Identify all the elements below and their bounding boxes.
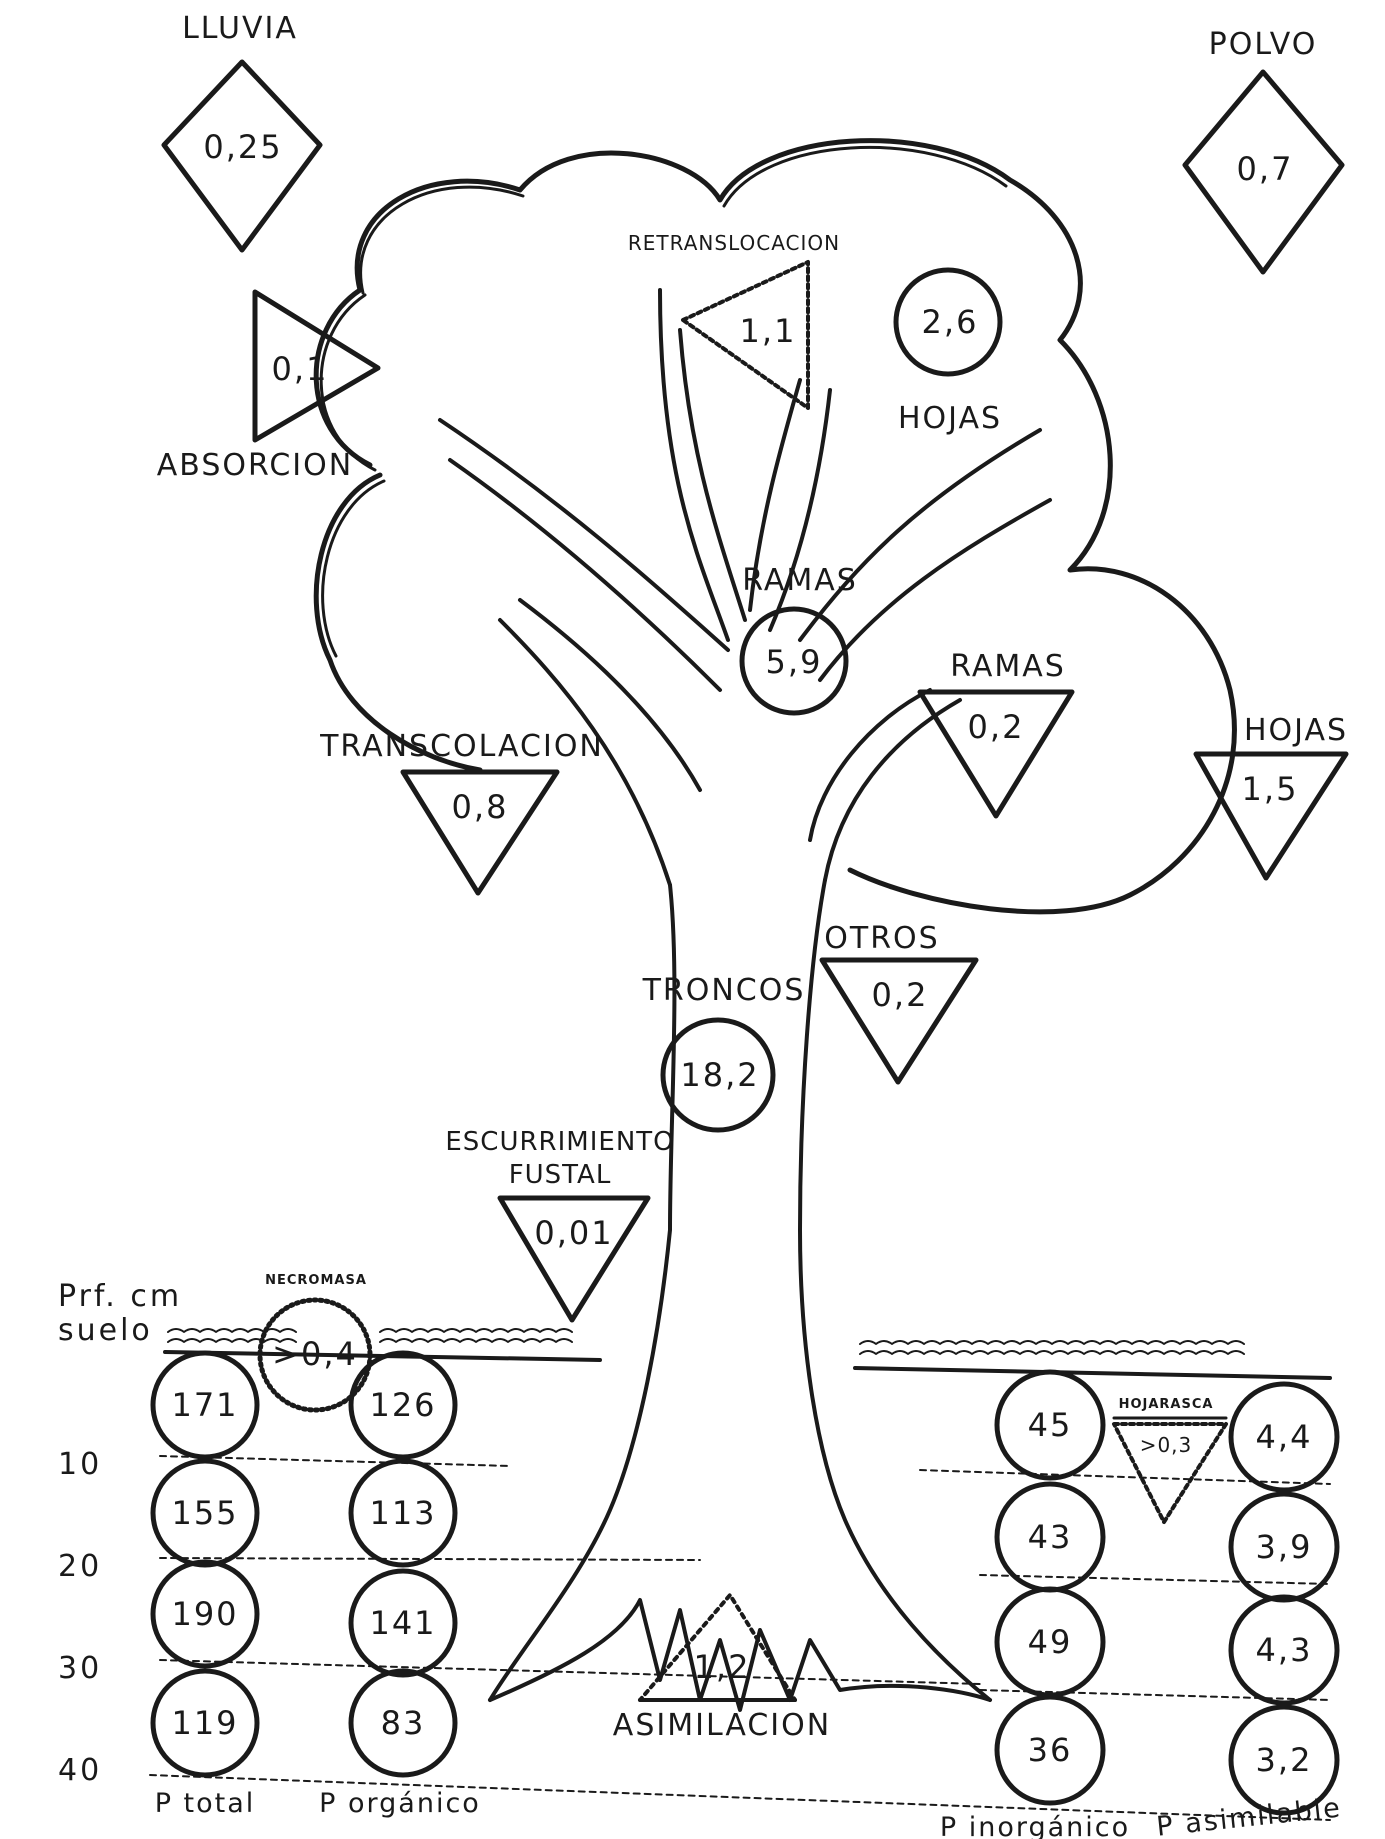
ramas-fall-flux: RAMAS 0,2	[920, 649, 1072, 816]
transcolacion-label: TRANSCOLACION	[319, 729, 604, 764]
p-total-column: 171 155 190 119	[153, 1353, 257, 1775]
p-asimilable-value-4: 3,2	[1256, 1741, 1313, 1779]
p-total-value-3: 190	[171, 1595, 238, 1633]
otros-value: 0,2	[872, 976, 929, 1014]
p-organico-value-1: 126	[369, 1386, 436, 1424]
p-organico-value-3: 141	[369, 1604, 436, 1642]
p-inorganico-column: 45 43 49 36	[997, 1372, 1103, 1803]
troncos-pool: TRONCOS 18,2	[642, 973, 806, 1130]
fustal-label: FUSTAL	[509, 1160, 612, 1190]
troncos-pool-label: TRONCOS	[642, 973, 806, 1008]
p-total-value-1: 171	[171, 1386, 238, 1424]
transcolacion-value: 0,8	[452, 788, 509, 826]
p-total-label: P total	[155, 1788, 256, 1819]
lluvia-label: LLUVIA	[182, 11, 298, 46]
troncos-pool-value: 18,2	[680, 1056, 759, 1094]
polvo-input: POLVO 0,7	[1185, 27, 1342, 272]
p-organico-label: P orgánico	[319, 1788, 481, 1819]
asimilacion-label: ASIMILACION	[613, 1708, 831, 1743]
p-asimilable-value-2: 3,9	[1256, 1528, 1313, 1566]
hojas-pool: 2,6 HOJAS	[896, 270, 1002, 436]
polvo-label: POLVO	[1209, 27, 1318, 62]
transcolacion-flux: TRANSCOLACION 0,8	[319, 729, 604, 893]
hojas-fall-label: HOJAS	[1244, 713, 1348, 748]
depth-axis-title-1: Prf. cm	[58, 1279, 182, 1314]
p-inorganico-value-1: 45	[1028, 1406, 1073, 1444]
depth-tick-40: 40	[58, 1753, 102, 1788]
p-inorganico-value-2: 43	[1028, 1518, 1073, 1556]
hojas-fall-value: 1,5	[1242, 770, 1299, 808]
escurrimiento-value: 0,01	[534, 1214, 613, 1252]
hojarasca-value: >0,3	[1140, 1433, 1193, 1457]
hojas-pool-label: HOJAS	[898, 401, 1002, 436]
depth-tick-10: 10	[58, 1447, 102, 1482]
p-organico-column: 126 113 141 83	[351, 1353, 455, 1775]
depth-axis-title-2: suelo	[58, 1313, 153, 1348]
necromasa-label: NECROMASA	[265, 1273, 367, 1288]
p-organico-value-4: 83	[381, 1704, 426, 1742]
lluvia-input: LLUVIA 0,25	[164, 11, 320, 250]
hojarasca-flux: HOJARASCA >0,3	[1114, 1397, 1226, 1522]
depth-axis: Prf. cm suelo 10 20 30 40	[58, 1279, 182, 1788]
p-inorganico-value-3: 49	[1028, 1623, 1073, 1661]
absorcion-label: ABSORCION	[157, 448, 353, 483]
escurrimiento-label: ESCURRIMIENTO	[445, 1127, 674, 1157]
polvo-value: 0,7	[1237, 150, 1294, 188]
ramas-fall-label: RAMAS	[950, 649, 1066, 684]
retranslocacion-label: RETRANSLOCACION	[628, 231, 840, 255]
ramas-fall-value: 0,2	[968, 708, 1025, 746]
depth-dividers	[150, 1456, 1330, 1820]
ramas-pool-value: 5,9	[766, 643, 823, 681]
p-asimilable-value-3: 4,3	[1256, 1631, 1313, 1669]
p-inorganico-value-4: 36	[1028, 1731, 1073, 1769]
otros-flux: OTROS 0,2	[822, 921, 976, 1082]
hojas-pool-value: 2,6	[922, 303, 979, 341]
depth-tick-20: 20	[58, 1549, 102, 1584]
depth-tick-30: 30	[58, 1651, 102, 1686]
p-total-value-4: 119	[171, 1704, 238, 1742]
asimilacion-value: 1,2	[694, 1648, 751, 1686]
ramas-pool-label: RAMAS	[742, 563, 858, 598]
retranslocacion-value: 1,1	[740, 312, 797, 350]
absorcion-value: 0,1	[272, 350, 329, 388]
p-organico-value-2: 113	[369, 1494, 436, 1532]
hojarasca-label: HOJARASCA	[1119, 1397, 1214, 1412]
soil-surface-right	[855, 1341, 1330, 1378]
escurrimiento-fustal-flux: ESCURRIMIENTO FUSTAL 0,01	[445, 1127, 674, 1320]
p-inorganico-label: P inorgánico	[940, 1812, 1130, 1839]
p-asimilable-value-1: 4,4	[1256, 1418, 1313, 1456]
p-total-value-2: 155	[171, 1494, 238, 1532]
absorcion-flux: 0,1 ABSORCION	[157, 292, 378, 483]
necromasa-value: >0,4	[272, 1335, 358, 1373]
otros-label: OTROS	[824, 921, 939, 956]
p-asimilable-column: 4,4 3,9 4,3 3,2	[1231, 1384, 1337, 1813]
hojas-fall-flux: HOJAS 1,5	[1196, 713, 1348, 878]
lluvia-value: 0,25	[203, 128, 282, 166]
